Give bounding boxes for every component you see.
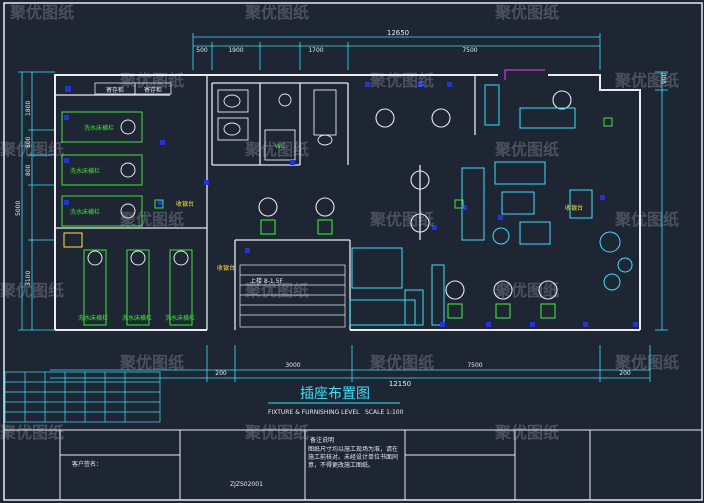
bottom-dimensions [50,345,651,382]
svg-text:聚优图纸: 聚优图纸 [614,353,679,372]
drawing-subtitle: FIXTURE & FURNISHING LEVEL [268,409,360,416]
svg-text:聚优图纸: 聚优图纸 [494,3,559,22]
drawing-scale: SCALE 1:100 [365,409,404,416]
right-dimensions [655,71,668,331]
svg-text:聚优图纸: 聚优图纸 [244,3,309,22]
watermarks: 聚优图纸 聚优图纸 聚优图纸 聚优图纸 聚优图纸 聚优图纸 聚优图纸 聚优图纸 … [0,3,679,442]
entrance-marker [504,69,545,80]
wash-beds-horizontal [61,111,143,227]
svg-text:聚优图纸: 聚优图纸 [614,71,679,90]
notes-body: 图纸尺寸均以施工现场为准，请在施工前核对。未经设计单位书面同意，不得更改施工图纸… [308,446,399,469]
exterior-walls [54,74,641,331]
owner-signature-label: 客户签名： [72,460,102,468]
salon-chairs [258,90,572,300]
green-outlets [154,117,613,209]
dim-left-3: 800 [25,164,32,176]
label-cashier-3: 收银台 [565,204,583,212]
svg-text:聚优图纸: 聚优图纸 [244,423,309,442]
svg-text:聚优图纸: 聚优图纸 [369,353,434,372]
salon-chair-bases [260,219,556,319]
dim-right-1: 900 [661,72,668,84]
wash-beds-vertical [83,249,193,326]
dim-left-2: 800 [25,136,32,148]
svg-text:聚优图纸: 聚优图纸 [369,71,434,90]
svg-text:聚优图纸: 聚优图纸 [244,281,309,300]
svg-text:聚优图纸: 聚优图纸 [0,423,64,442]
dim-top-2: 1900 [228,47,243,54]
legend-table [4,371,161,423]
label-wash-bed-2: 洗水床横栏 [70,167,100,175]
svg-text:聚优图纸: 聚优图纸 [494,423,559,442]
svg-text:聚优图纸: 聚优图纸 [119,210,184,229]
dim-left-5: 3100 [25,271,32,286]
label-wc: WC [275,143,285,150]
label-wash-bed-3: 洗水床横栏 [70,208,100,216]
dim-top-5: 7500 [462,47,477,54]
dim-top-total: 12650 [387,29,409,37]
svg-text:聚优图纸: 聚优图纸 [119,71,184,90]
svg-text:聚优图纸: 聚优图纸 [244,140,309,159]
svg-text:聚优图纸: 聚优图纸 [9,3,74,22]
washroom-fixtures [217,89,337,161]
dim-top-3: 1700 [308,47,323,54]
svg-text:聚优图纸: 聚优图纸 [0,140,64,159]
svg-text:聚优图纸: 聚优图纸 [369,210,434,229]
label-storage-2: 寄存柜 [144,86,162,94]
svg-text:聚优图纸: 聚优图纸 [614,210,679,229]
svg-text:聚优图纸: 聚优图纸 [0,281,64,300]
styling-stations [349,84,633,326]
dim-top-1: 500 [196,47,208,54]
label-cashier-2: 收银台 [217,264,235,272]
label-cashier-1: 收银台 [176,200,194,208]
drawing-title: 插座布置图 [300,386,370,402]
storage-cabinets [94,82,172,95]
dim-bottom-1: 200 [215,370,227,377]
notes-heading: 备注说明 [310,436,334,444]
label-wash-row-3: 洗水床横栏 [165,314,195,322]
svg-text:聚优图纸: 聚优图纸 [494,140,559,159]
wash-area-marker [63,232,83,248]
drawing-number: ZJZS02001 [230,481,263,488]
notes-body-wrap: 图纸尺寸均以施工现场为准，请在施工前核对。未经设计单位书面同意，不得更改施工图纸… [308,446,399,469]
dim-bottom-2: 3000 [285,362,300,369]
dim-bottom-3: 7500 [467,362,482,369]
staircase [239,264,346,328]
label-wash-row-2: 洗水床横栏 [122,314,152,322]
interior-walls [55,75,476,330]
svg-text:聚优图纸: 聚优图纸 [119,353,184,372]
dim-left-1: 1800 [25,101,32,116]
dim-bottom-total: 12150 [389,380,411,388]
top-dimensions [192,33,601,70]
wash-bed-heads [120,119,136,219]
label-stairs: 上楼 8-1.5F [250,277,283,285]
label-wash-row-1: 洗水床横栏 [78,314,108,322]
svg-text:聚优图纸: 聚优图纸 [494,281,559,300]
wash-bed-vertical-heads [87,250,189,266]
left-dimensions [18,71,55,331]
dim-bottom-4: 200 [619,370,631,377]
label-wash-bed-1: 洗水床横栏 [84,124,114,132]
socket-outlets [64,82,638,327]
label-storage-1: 寄存柜 [106,86,124,94]
title-block [3,429,703,501]
dim-left-4: 5000 [15,201,22,216]
drawing-border [3,2,703,501]
